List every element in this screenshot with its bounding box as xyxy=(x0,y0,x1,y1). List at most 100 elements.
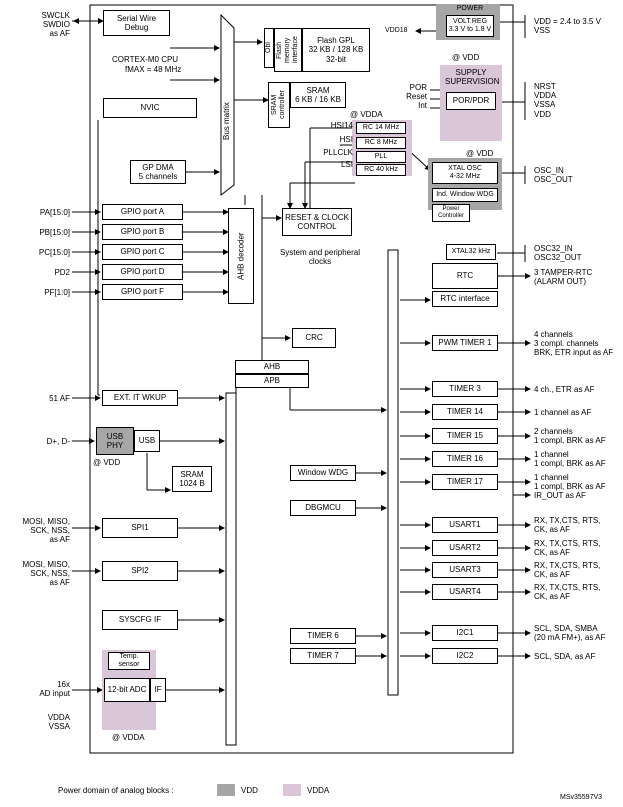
swd-pins: SWCLK SWDIO as AF xyxy=(41,11,70,39)
gpio-port-f: GPIO port F xyxy=(102,284,183,300)
volt-reg: VOLT.REG 3.3 V to 1.8 V xyxy=(446,15,494,37)
pc-pins: PC[15:0] xyxy=(38,248,70,257)
adc-if: IF xyxy=(150,678,166,702)
timer3-pins: 4 ch., ETR as AF xyxy=(534,385,595,394)
pwm1-pins: 4 channels 3 compl. channels BRK, ETR in… xyxy=(534,330,614,358)
pll: PLL xyxy=(356,151,406,163)
flash: Flash GPL 32 KB / 128 KB 32-bit xyxy=(302,28,370,72)
power-title: POWER xyxy=(456,5,484,12)
spi1-pins: MOSI, MISO, SCK, NSS, as AF xyxy=(22,517,70,545)
timer6: TIMER 6 xyxy=(290,628,356,644)
figure-id: MSv35597V3 xyxy=(560,794,603,801)
timer14-pins: 1 channel as AF xyxy=(534,408,592,417)
window-wdg: Window WDG xyxy=(290,465,356,481)
timer17-pins: 1 channel 1 compl, BRK as AF xyxy=(534,473,606,492)
usart2-pins: RX, TX,CTS, RTS, CK, as AF xyxy=(534,539,601,558)
hsi14-label: HSI14 xyxy=(330,121,353,130)
rc-8mhz: RC 8 MHz xyxy=(356,137,406,149)
flash-interface: Flash memory interface xyxy=(274,28,302,72)
xtal32: XTAL32 kHz xyxy=(446,244,496,260)
i2c2-pins: SCL, SDA, as AF xyxy=(534,652,596,661)
obl: Obl xyxy=(264,28,274,68)
clocks-at-vdda: @ VDDA xyxy=(350,110,383,119)
apb-bus-right xyxy=(387,249,399,696)
legend-vdd-label: VDD xyxy=(241,786,258,795)
gp-dma: GP DMA 5 channels xyxy=(130,160,186,184)
ahb-decoder: AHB decoder xyxy=(228,208,254,304)
syscfg-if: SYSCFG IF xyxy=(102,610,178,630)
serial-wire-debug: Serial Wire Debug xyxy=(103,10,170,36)
chip-outline xyxy=(89,4,514,754)
vdda-pins: VDDA VSSA xyxy=(47,713,70,732)
usart3: USART3 xyxy=(432,562,498,578)
xtal-osc: XTAL OSC 4-32 MHz xyxy=(432,162,498,184)
legend-vdda-swatch xyxy=(283,784,301,796)
usart2: USART2 xyxy=(432,540,498,556)
usb-phy: USB PHY xyxy=(96,427,134,455)
timer15-pins: 2 channels 1 compl, BRK as AF xyxy=(534,427,606,446)
usb: USB xyxy=(134,430,160,452)
power-at-vdd: @ VDD xyxy=(452,53,480,62)
ahb-bridge: AHB xyxy=(235,360,309,374)
bus-matrix-label: Bus matrix xyxy=(222,102,231,140)
legend-title: Power domain of analog blocks : xyxy=(58,786,174,795)
timer7: TIMER 7 xyxy=(290,648,356,664)
sram: SRAM 6 KB / 16 KB xyxy=(290,82,346,108)
tamper-pins: 3 TAMPER-RTC (ALARM OUT) xyxy=(534,268,593,287)
osc32-pins: OSC32_IN OSC32_OUT xyxy=(534,244,582,263)
lsi-label: LSI xyxy=(340,160,353,169)
timer17: TIMER 17 xyxy=(432,474,498,490)
spi2: SPI2 xyxy=(102,561,178,581)
reset-clock-control: RESET & CLOCK CONTROL xyxy=(282,208,352,236)
i2c1: I2C1 xyxy=(432,625,498,641)
crc: CRC xyxy=(292,328,336,348)
pb-pins: PB[15:0] xyxy=(39,228,70,237)
i2c1-pins: SCL, SDA, SMBA (20 mA FM+), as AF xyxy=(534,624,606,643)
gpio-port-a: GPIO port A xyxy=(102,204,183,220)
osc-pins: OSC_IN OSC_OUT xyxy=(534,166,573,185)
rtc: RTC xyxy=(432,263,498,289)
usb-at-vdd: @ VDD xyxy=(93,458,121,467)
apb-bridge: APB xyxy=(235,374,309,388)
supply-title: SUPPLY SUPERVISION xyxy=(445,68,500,87)
bus-matrix-shape xyxy=(220,13,235,197)
usart4-pins: RX, TX,CTS, RTS, CK, as AF xyxy=(534,583,601,602)
pllclk-label: PLLCLK xyxy=(323,148,353,157)
nrst-pins: NRST VDDA VSSA VDD xyxy=(534,82,557,119)
por-pdr: POR/PDR xyxy=(446,92,496,110)
usart4: USART4 xyxy=(432,584,498,600)
dbgmcu: DBGMCU xyxy=(290,500,356,516)
power-controller: Power Controller xyxy=(432,204,470,222)
vdd-range: VDD = 2.4 to 3.5 V VSS xyxy=(534,17,601,36)
xtal-at-vdd: @ VDD xyxy=(466,149,494,158)
adc-pins: 16x AD input xyxy=(39,680,70,699)
pwm-timer1: PWM TIMER 1 xyxy=(432,335,498,351)
sys-periph-clocks: System and peripheral clocks xyxy=(279,248,361,267)
timer15: TIMER 15 xyxy=(432,428,498,444)
adc-at-vdda: @ VDDA xyxy=(112,733,145,742)
pa-pins: PA[15:0] xyxy=(39,208,70,217)
legend-vdd-swatch xyxy=(217,784,235,796)
cpu-label: CORTEX-M0 CPU xyxy=(112,55,179,64)
usart3-pins: RX, TX,CTS, RTS, CK, as AF xyxy=(534,561,601,580)
legend-vdda-label: VDDA xyxy=(307,786,330,795)
gpio-port-d: GPIO port D xyxy=(102,264,183,280)
usb-sram: SRAM 1024 B xyxy=(172,466,212,492)
usb-pins: D+, D- xyxy=(46,437,70,446)
vdd18-label: VDD18 xyxy=(385,27,408,34)
ind-window-wdg: Ind. Window WDG xyxy=(432,188,498,202)
timer3: TIMER 3 xyxy=(432,381,498,397)
apb-bus-left xyxy=(225,392,237,746)
ir-out-pin: IR_OUT as AF xyxy=(534,491,586,500)
timer16: TIMER 16 xyxy=(432,451,498,467)
usart1: USART1 xyxy=(432,517,498,533)
timer14: TIMER 14 xyxy=(432,404,498,420)
spi1: SPI1 xyxy=(102,518,178,538)
nvic: NVIC xyxy=(103,98,197,118)
rtc-interface: RTC interface xyxy=(432,291,498,307)
sram-controller: SRAM controller xyxy=(268,82,290,128)
spi2-pins: MOSI, MISO, SCK, NSS, as AF xyxy=(22,560,70,588)
rc-14mhz: RC 14 MHz xyxy=(356,122,406,134)
